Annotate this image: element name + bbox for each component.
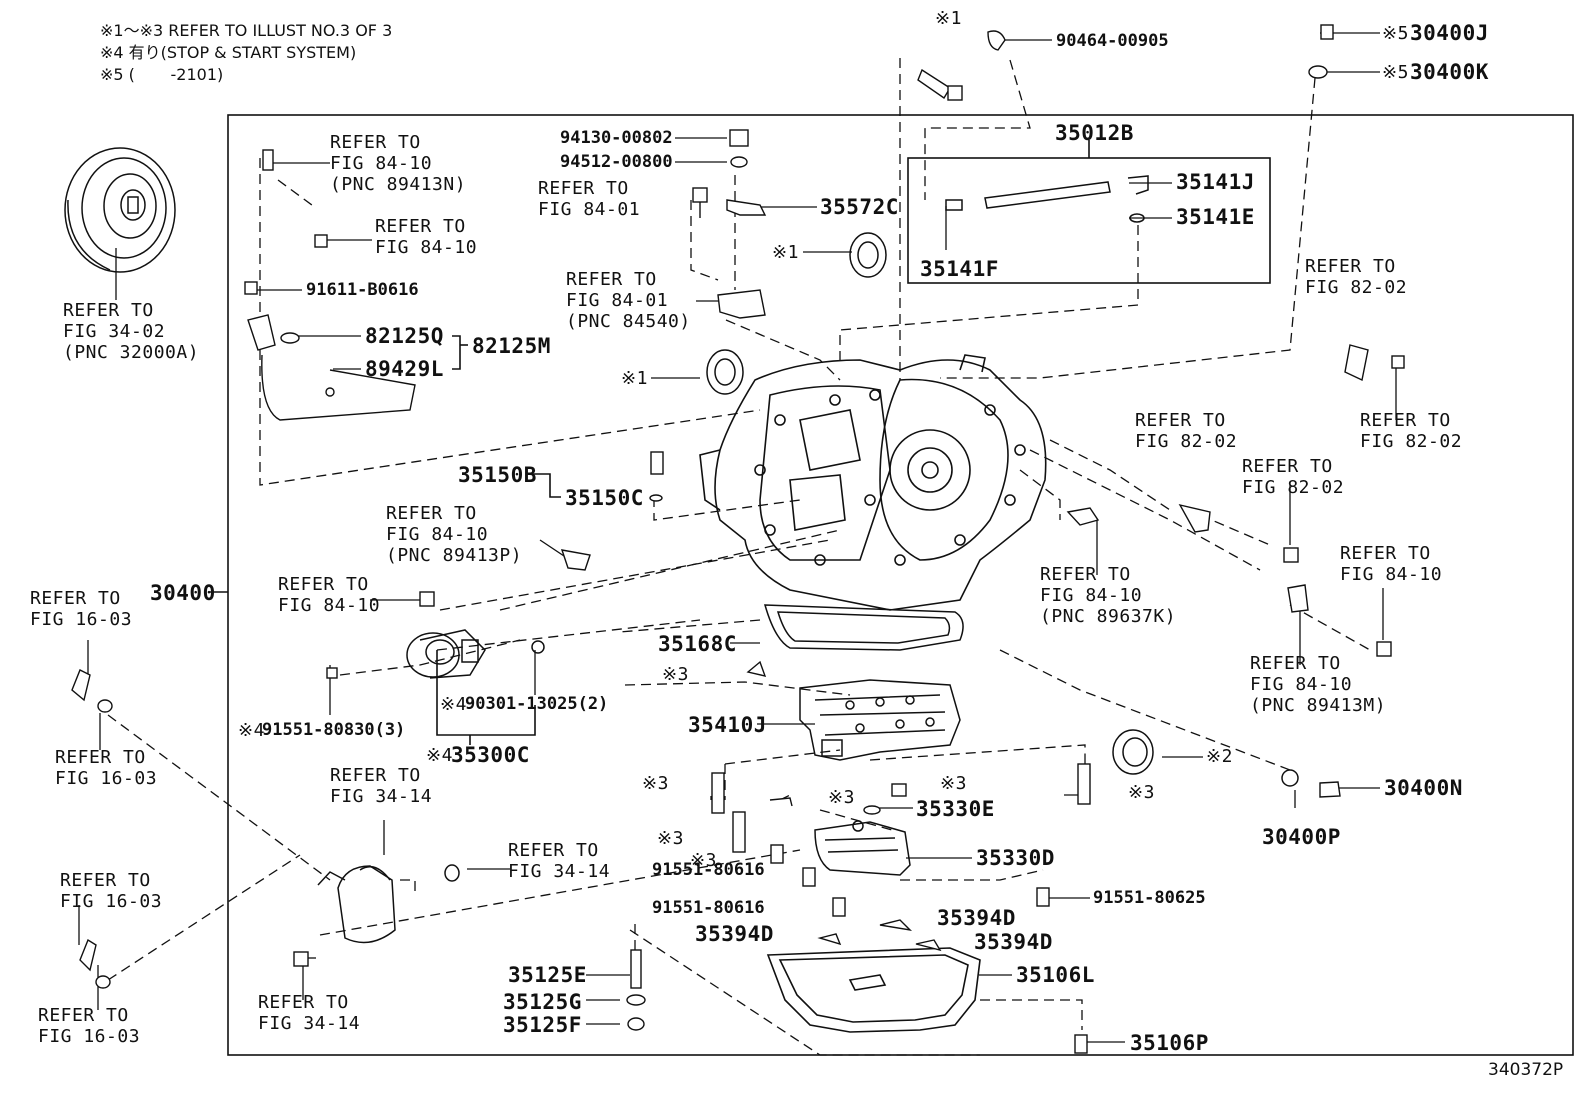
part-number-30400[interactable]: 30400 <box>150 581 216 605</box>
part-number-35410J[interactable]: 35410J <box>688 713 767 737</box>
part-number-35141J[interactable]: 35141J <box>1176 170 1255 194</box>
mark-1-seal-a: ※1 <box>772 242 799 263</box>
part-number-91551-80616-b[interactable]: 91551-80616 <box>652 898 765 918</box>
part-number-91551-80616-a[interactable]: 91551-80616 <box>652 860 765 880</box>
mark-5-a: ※5 <box>1382 23 1409 44</box>
refer-fig-84-10-a[interactable]: REFER TO FIG 84-10 <box>375 216 478 258</box>
part-number-35106P[interactable]: 35106P <box>1130 1031 1209 1055</box>
mark-3-a: ※3 <box>662 664 689 685</box>
transaxle-case-icon <box>699 354 1047 611</box>
refer-fig-82-02-b[interactable]: REFER TO FIG 82-02 <box>1135 410 1238 452</box>
refer-fig-82-02-d[interactable]: REFER TO FIG 82-02 <box>1242 456 1345 498</box>
part-number-35394D-a[interactable]: 35394D <box>937 906 1016 930</box>
part-number-35394D-b[interactable]: 35394D <box>695 922 774 946</box>
part-number-90464-00905[interactable]: 90464-00905 <box>1056 31 1169 51</box>
refer-fig-82-02-c[interactable]: REFER TO FIG 82-02 <box>1360 410 1463 452</box>
note-line-3: ※5 ( -2101) <box>100 65 224 84</box>
part-number-35572C[interactable]: 35572C <box>820 195 899 219</box>
part-number-30400N[interactable]: 30400N <box>1384 776 1463 800</box>
bolt-icons <box>71 24 1405 1054</box>
mark-3-e: ※3 <box>1128 782 1155 803</box>
part-number-35150B[interactable]: 35150B <box>458 463 537 487</box>
pan-gasket-icon <box>763 604 964 651</box>
part-number-91611-B0616[interactable]: 91611-B0616 <box>306 280 419 300</box>
refer-fig-84-01-a[interactable]: REFER TO FIG 84-01 <box>538 178 641 220</box>
oil-pan-icon <box>766 947 981 1033</box>
seal-icons <box>706 232 1299 787</box>
note-line-2: ※4 有り(STOP & START SYSTEM) <box>100 43 357 62</box>
refer-fig-34-02[interactable]: REFER TO FIG 34-02 (PNC 32000A) <box>63 300 200 363</box>
refer-fig-84-10-89413N[interactable]: REFER TO FIG 84-10 (PNC 89413N) <box>330 132 467 195</box>
part-number-89429L[interactable]: 89429L <box>365 357 444 381</box>
part-number-35141E[interactable]: 35141E <box>1176 205 1255 229</box>
mark-4-c: ※4 <box>426 745 453 766</box>
part-number-35330E[interactable]: 35330E <box>916 797 995 821</box>
refer-fig-34-14-b[interactable]: REFER TO FIG 34-14 <box>508 840 611 882</box>
oil-strainer-icon <box>814 820 911 876</box>
refer-fig-16-03-b[interactable]: REFER TO FIG 16-03 <box>55 747 158 789</box>
part-number-82125Q[interactable]: 82125Q <box>365 324 444 348</box>
part-number-94512-00800[interactable]: 94512-00800 <box>560 152 673 172</box>
part-number-35125E[interactable]: 35125E <box>508 963 587 987</box>
oil-cooler-icon <box>317 864 460 944</box>
mark-4-b: ※4 <box>238 720 265 741</box>
refer-fig-84-10-b[interactable]: REFER TO FIG 84-10 <box>278 574 381 616</box>
part-number-30400K[interactable]: 30400K <box>1410 60 1489 84</box>
part-number-35300C[interactable]: 35300C <box>451 743 530 767</box>
refer-fig-82-02-a[interactable]: REFER TO FIG 82-02 <box>1305 256 1408 298</box>
mark-3-f: ※3 <box>657 828 684 849</box>
part-number-35106L[interactable]: 35106L <box>1016 963 1095 987</box>
refer-fig-16-03-a[interactable]: REFER TO FIG 16-03 <box>30 588 133 630</box>
mark-5-b: ※5 <box>1382 62 1409 83</box>
mark-1-seal-b: ※1 <box>621 368 648 389</box>
refer-fig-84-10-89413M[interactable]: REFER TO FIG 84-10 (PNC 89413M) <box>1250 653 1387 716</box>
mark-4-a: ※4 <box>440 694 467 715</box>
part-number-35330D[interactable]: 35330D <box>976 846 1055 870</box>
shaft-parts-icons <box>945 175 1149 223</box>
part-number-91551-80830[interactable]: 91551-80830(3) <box>262 720 406 740</box>
note-line-1: ※1～※3 REFER TO ILLUST NO.3 OF 3 <box>100 21 393 40</box>
refer-fig-84-10-89637K[interactable]: REFER TO FIG 84-10 (PNC 89637K) <box>1040 564 1177 627</box>
part-number-30400J[interactable]: 30400J <box>1410 21 1489 45</box>
mark-3-d: ※3 <box>940 773 967 794</box>
refer-fig-84-01-84540[interactable]: REFER TO FIG 84-01 (PNC 84540) <box>566 269 691 332</box>
part-number-35150C[interactable]: 35150C <box>565 486 644 510</box>
part-number-30400P[interactable]: 30400P <box>1262 825 1341 849</box>
mark-2-seal: ※2 <box>1206 746 1233 767</box>
part-number-35125F[interactable]: 35125F <box>503 1013 582 1037</box>
torque-converter-icon <box>64 147 176 273</box>
part-number-82125M[interactable]: 82125M <box>472 334 551 358</box>
refer-fig-84-10-89413P[interactable]: REFER TO FIG 84-10 (PNC 89413P) <box>386 503 523 566</box>
refer-fig-16-03-c[interactable]: REFER TO FIG 16-03 <box>60 870 163 912</box>
valve-body-icon <box>799 679 961 761</box>
refer-fig-84-10-c[interactable]: REFER TO FIG 84-10 <box>1340 543 1443 585</box>
refer-fig-16-03-d[interactable]: REFER TO FIG 16-03 <box>38 1005 141 1047</box>
mark-3-c: ※3 <box>828 787 855 808</box>
part-number-35394D-c[interactable]: 35394D <box>974 930 1053 954</box>
mark-3-g: ※3 <box>690 850 717 871</box>
part-number-91551-80625[interactable]: 91551-80625 <box>1093 888 1206 908</box>
electric-oil-pump-icon <box>406 629 545 679</box>
mark-1-top: ※1 <box>935 8 962 29</box>
refer-fig-34-14-a[interactable]: REFER TO FIG 34-14 <box>330 765 433 807</box>
part-number-35125G[interactable]: 35125G <box>503 990 582 1014</box>
illustration-code: 340372P <box>1488 1060 1564 1080</box>
refer-fig-34-14-c[interactable]: REFER TO FIG 34-14 <box>258 992 361 1034</box>
part-number-35141F[interactable]: 35141F <box>920 257 999 281</box>
part-number-90301-13025[interactable]: 90301-13025(2) <box>465 694 609 714</box>
part-number-35012B[interactable]: 35012B <box>1055 121 1134 145</box>
mark-3-b: ※3 <box>642 773 669 794</box>
part-number-94130-00802[interactable]: 94130-00802 <box>560 128 673 148</box>
part-number-35168C[interactable]: 35168C <box>658 632 737 656</box>
